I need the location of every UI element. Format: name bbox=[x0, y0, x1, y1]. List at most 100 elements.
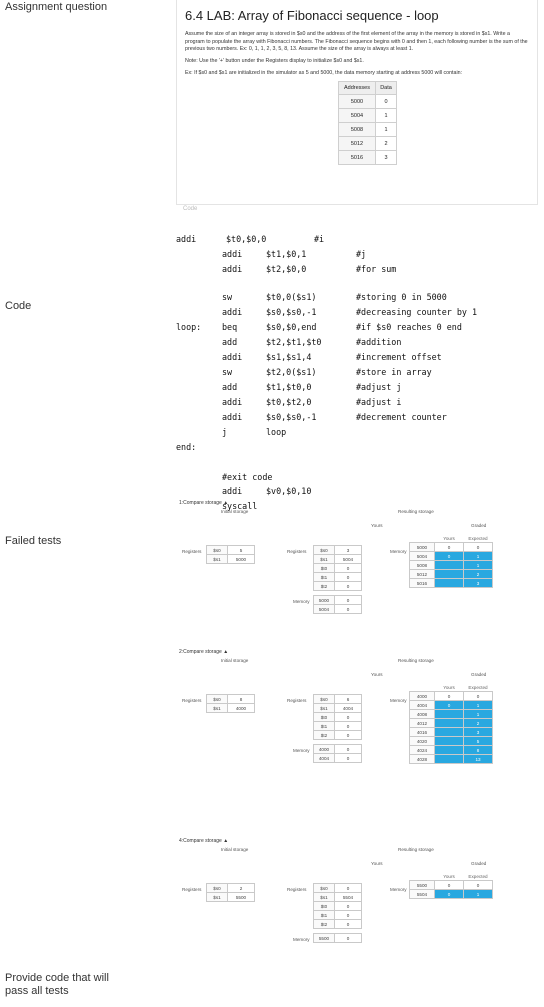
code-line-instr: addi bbox=[222, 486, 243, 496]
expected-value: 8 bbox=[463, 745, 493, 755]
code-line-args: $t0,$t2,0 bbox=[266, 397, 312, 407]
code-line-label: addi bbox=[176, 234, 197, 244]
memory-address: 5000 bbox=[409, 542, 435, 552]
provide-code-line-1: Provide code that will bbox=[5, 972, 109, 984]
resulting-storage-label: Resulting storage bbox=[398, 509, 434, 514]
memory-address: 4000 bbox=[313, 744, 335, 754]
code-line-args: $s0,$s0,-1 bbox=[266, 307, 317, 317]
memory-address: 5500 bbox=[409, 880, 435, 890]
memory-address: 5012 bbox=[409, 569, 435, 579]
code-line-instr: addi bbox=[222, 352, 243, 362]
initial-storage-label: Initial storage bbox=[221, 658, 249, 663]
register-name: $t2 bbox=[313, 581, 335, 591]
assignment-question-label: Assignment question bbox=[5, 1, 108, 13]
register-value: 4004 bbox=[334, 703, 362, 713]
memory-address: 5016 bbox=[409, 578, 435, 588]
assignment-description: Assume the size of an integer array is s… bbox=[185, 31, 528, 53]
register-name: $s1 bbox=[313, 703, 335, 713]
register-value: 6 bbox=[334, 694, 362, 704]
assignment-title: 6.4 LAB: Array of Fibonacci sequence - l… bbox=[185, 8, 439, 23]
memory-address: 5500 bbox=[313, 933, 335, 943]
expected-value: 1 bbox=[463, 700, 493, 710]
register-value: 0 bbox=[334, 721, 362, 731]
yours-value bbox=[434, 754, 464, 764]
compare-storage-toggle[interactable]: 1:Compare storage ▲ bbox=[179, 500, 229, 506]
code-line-args: $t0,0($s1) bbox=[266, 292, 317, 302]
address-cell: 5000 bbox=[338, 94, 376, 110]
code-line-instr: add bbox=[222, 337, 238, 347]
memory-label: Memory bbox=[293, 599, 310, 604]
register-name: $s0 bbox=[313, 694, 335, 704]
resulting-storage-label: Resulting storage bbox=[398, 658, 434, 663]
yours-value: 0 bbox=[434, 691, 464, 701]
register-value: 0 bbox=[334, 572, 362, 582]
compare-storage-toggle[interactable]: 4:Compare storage ▲ bbox=[179, 838, 229, 844]
code-line-instr: j bbox=[222, 427, 228, 437]
compare-storage-toggle[interactable]: 2:Compare storage ▲ bbox=[179, 649, 229, 655]
code-line-comment: #if $s0 reaches 0 end bbox=[356, 322, 462, 332]
expected-value: 1 bbox=[463, 709, 493, 719]
registers-label: Registers bbox=[287, 549, 307, 554]
code-line-args: $s1,$s1,4 bbox=[266, 352, 312, 362]
code-line-instr: addi bbox=[222, 412, 243, 422]
register-name: $s0 bbox=[206, 545, 228, 555]
assignment-note: Note: Use the '+' button under the Regis… bbox=[185, 58, 364, 65]
assignment-panel: 6.4 LAB: Array of Fibonacci sequence - l… bbox=[176, 0, 538, 212]
expected-column-header: Expected bbox=[468, 535, 488, 541]
code-line-instr: sw bbox=[222, 292, 233, 302]
address-cell: 5004 bbox=[338, 108, 376, 124]
yours-value: 0 bbox=[434, 889, 464, 899]
memory-value: 0 bbox=[334, 744, 362, 754]
code-line-args: $s0,$0,end bbox=[266, 322, 317, 332]
register-name: $s1 bbox=[313, 892, 335, 902]
yours-value: 0 bbox=[434, 551, 464, 561]
code-line-comment: #adjust i bbox=[356, 397, 402, 407]
memory-address: 5000 bbox=[313, 595, 335, 605]
register-name: $s0 bbox=[206, 883, 228, 893]
expected-value: 5 bbox=[463, 736, 493, 746]
code-line-comment: #addition bbox=[356, 337, 402, 347]
memory-address: 5004 bbox=[409, 551, 435, 561]
expected-value: 0 bbox=[463, 880, 493, 890]
code-line-instr: addi bbox=[222, 264, 243, 274]
expected-value: 3 bbox=[463, 727, 493, 737]
code-line-args: loop bbox=[266, 427, 287, 437]
yours-value bbox=[434, 727, 464, 737]
memory-address: 4004 bbox=[313, 753, 335, 763]
register-value: 5000 bbox=[227, 554, 255, 564]
memory-label: Memory bbox=[293, 937, 310, 942]
memory-label: Memory bbox=[390, 549, 407, 554]
memory-address: 4000 bbox=[409, 691, 435, 701]
yours-header: Yours bbox=[371, 523, 383, 528]
addresses-header: Addresses bbox=[338, 81, 376, 96]
memory-address: 5504 bbox=[409, 889, 435, 899]
